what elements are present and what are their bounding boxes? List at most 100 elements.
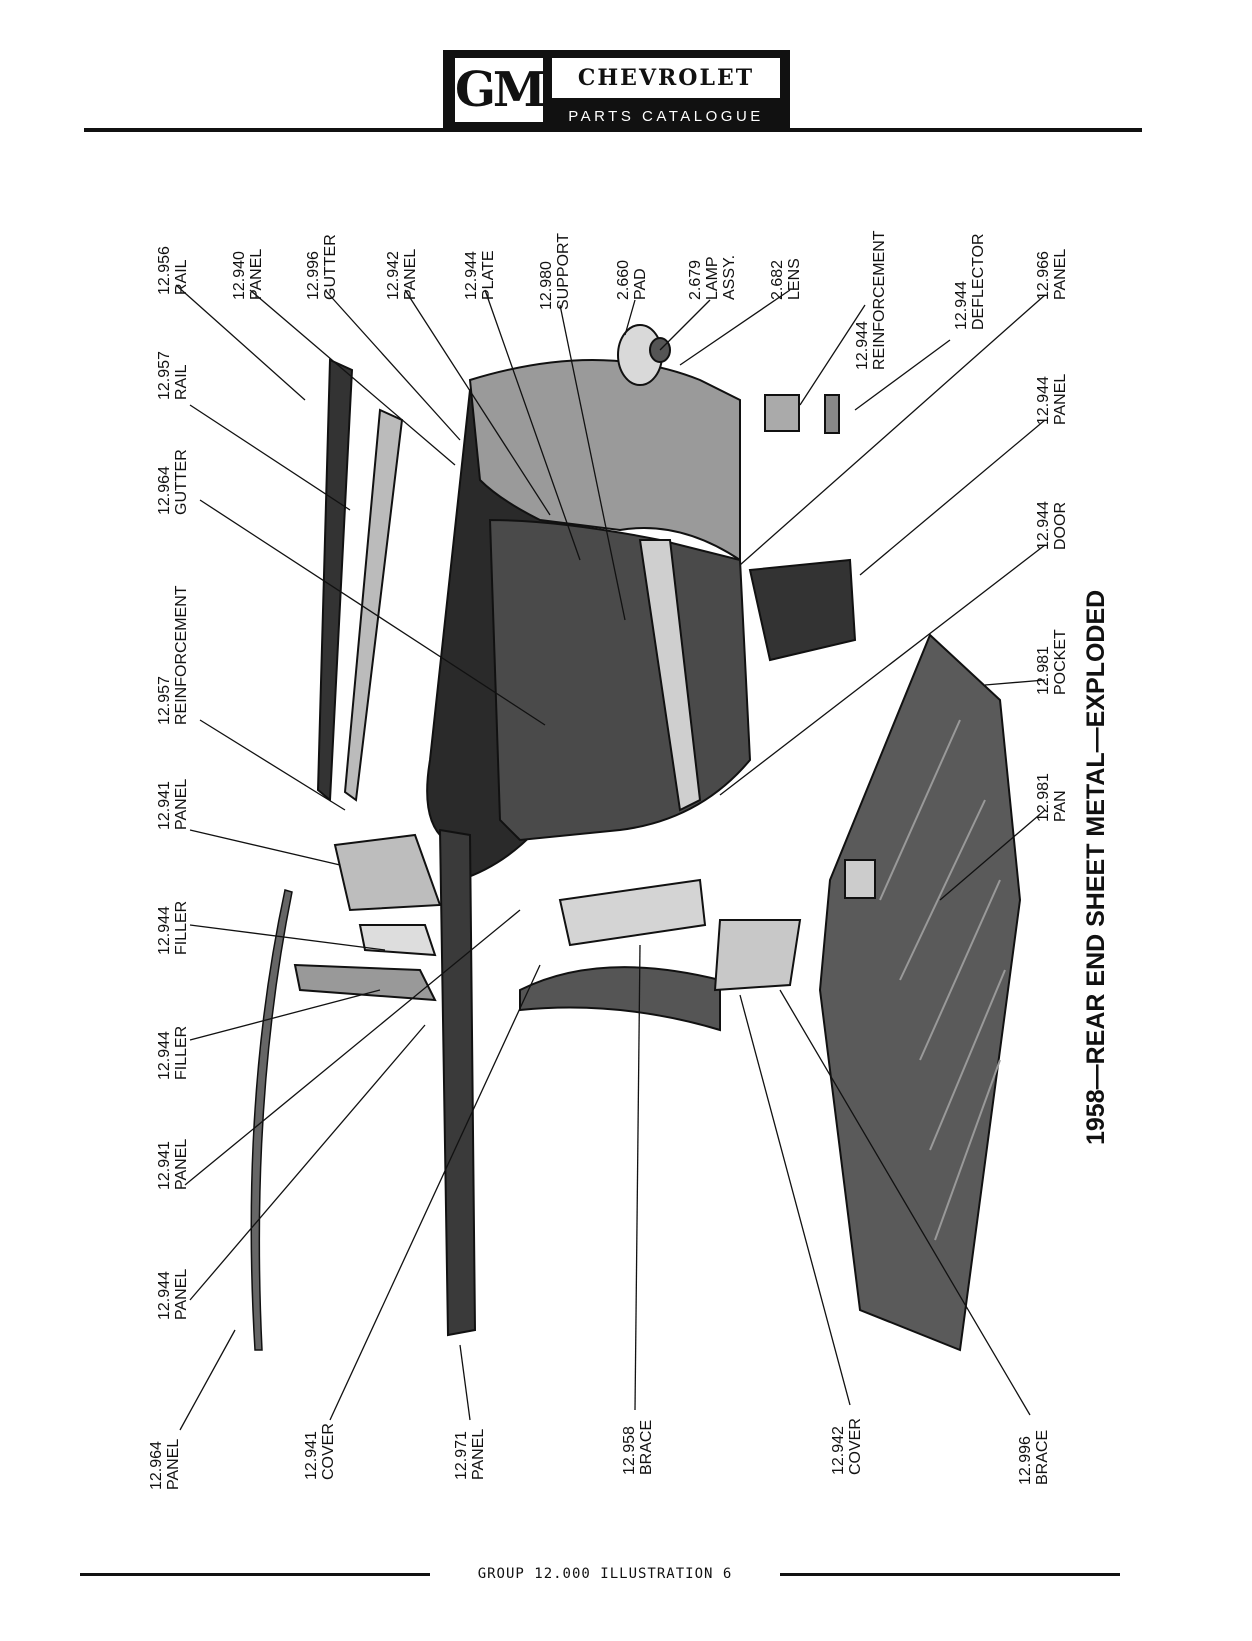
rail-12957-part: [343, 408, 404, 802]
illustration-title: 1958—REAR END SHEET METAL—EXPLODED: [1082, 590, 1110, 1145]
part-label-12944-filler-a: 12.944 FILLER: [156, 901, 190, 955]
part-label-12957-reinforcement: 12.957 REINFORCEMENT: [156, 585, 190, 725]
header-rule-right: [790, 128, 1142, 132]
long-panel-part: [438, 828, 477, 1337]
part-label-12996-brace: 12.996 BRACE: [1017, 1430, 1051, 1485]
svg-text:PANEL: PANEL: [402, 249, 419, 300]
svg-text:12.940: 12.940: [231, 251, 248, 300]
part-label-12981-pan: 12.981 PAN: [1035, 773, 1069, 822]
part-label-12942-panel: 12.942 PANEL: [385, 249, 419, 300]
svg-text:RAIL: RAIL: [173, 259, 190, 295]
svg-text:RAIL: RAIL: [173, 364, 190, 400]
part-label-12966-panel: 12.966 PANEL: [1035, 249, 1069, 300]
svg-text:DOOR: DOOR: [1052, 502, 1069, 550]
svg-text:COVER: COVER: [320, 1423, 337, 1480]
reinforcement-part: [764, 394, 800, 432]
svg-text:2.660: 2.660: [615, 260, 632, 300]
part-label-12964-panel: 12.964 PANEL: [148, 1439, 182, 1490]
svg-text:12.996: 12.996: [1017, 1436, 1034, 1485]
part-label-12964-gutter: 12.964 GUTTER: [156, 449, 190, 515]
svg-text:PLATE: PLATE: [480, 251, 497, 301]
parts-illustration: [250, 324, 1022, 1352]
part-label-12944-panel-right: 12.944 PANEL: [1035, 374, 1069, 425]
catalogue-subtitle: PARTS CATALOGUE: [568, 107, 764, 125]
svg-text:BRACE: BRACE: [638, 1420, 655, 1475]
filler-lower-part: [293, 963, 437, 1002]
floor-pan-ribs: [879, 719, 1006, 1241]
svg-text:2.679: 2.679: [687, 260, 704, 300]
part-label-12971-panel: 12.971 PANEL: [453, 1429, 487, 1480]
part-label-12941-cover: 12.941 COVER: [303, 1423, 337, 1480]
part-label-12996-gutter: 12.996 GUTTER: [305, 234, 339, 300]
brand-name: CHEVROLET: [552, 58, 780, 98]
svg-text:PANEL: PANEL: [1052, 374, 1069, 425]
leader-lines: [175, 284, 1046, 1431]
svg-text:PANEL: PANEL: [173, 1269, 190, 1320]
part-label-2679-lamp-assy: 2.679 LAMP ASSY.: [687, 255, 738, 300]
svg-text:12.944: 12.944: [1035, 376, 1052, 425]
upper-panel-part: [468, 359, 741, 562]
svg-text:COVER: COVER: [847, 1418, 864, 1475]
inner-body-part: [488, 518, 752, 842]
part-label-12944-filler-b: 12.944 FILLER: [156, 1026, 190, 1080]
filler-upper-part: [358, 924, 437, 957]
svg-text:GUTTER: GUTTER: [322, 234, 339, 300]
svg-text:LAMP: LAMP: [704, 256, 721, 300]
svg-text:POCKET: POCKET: [1052, 629, 1069, 695]
part-label-12944-reinforcement: 12.944 REINFORCEMENT: [854, 230, 888, 370]
footer-rule-right: [780, 1573, 1120, 1576]
footer-caption: GROUP 12.000 ILLUSTRATION 6: [477, 1566, 733, 1582]
svg-text:12.944: 12.944: [156, 906, 173, 955]
svg-text:PAD: PAD: [632, 268, 649, 300]
part-label-12944-door: 12.944 DOOR: [1035, 501, 1069, 550]
svg-text:12.958: 12.958: [621, 1426, 638, 1475]
part-label-12941-panel-b: 12.941 PANEL: [156, 1139, 190, 1190]
part-label-12944-plate: 12.944 PLATE: [463, 251, 497, 301]
header-rule-left: [84, 128, 444, 132]
part-label-12942-cover: 12.942 COVER: [830, 1418, 864, 1475]
svg-text:12.944: 12.944: [156, 1271, 173, 1320]
svg-text:12.941: 12.941: [156, 781, 173, 830]
svg-text:12.980: 12.980: [538, 261, 555, 310]
svg-text:DEFLECTOR: DEFLECTOR: [970, 233, 987, 330]
part-label-2660-pad: 2.660 PAD: [615, 260, 649, 300]
svg-text:12.971: 12.971: [453, 1431, 470, 1480]
svg-text:PANEL: PANEL: [1052, 249, 1069, 300]
part-label-12980-support: 12.980 SUPPORT: [538, 233, 572, 310]
svg-text:12.981: 12.981: [1035, 773, 1052, 822]
brace-12958-part: [558, 878, 707, 947]
svg-text:PANEL: PANEL: [248, 249, 265, 300]
svg-text:GUTTER: GUTTER: [173, 449, 190, 515]
svg-text:SUPPORT: SUPPORT: [555, 233, 572, 310]
part-label-12940-panel: 12.940 PANEL: [231, 249, 265, 300]
part-label-2682-lens: 2.682 LENS: [769, 258, 803, 300]
svg-text:12.966: 12.966: [1035, 251, 1052, 300]
svg-text:ASSY.: ASSY.: [721, 255, 738, 300]
part-label-12944-panel-left: 12.944 PANEL: [156, 1269, 190, 1320]
svg-text:12.941: 12.941: [156, 1141, 173, 1190]
svg-text:PANEL: PANEL: [470, 1429, 487, 1480]
part-label-12957-rail: 12.957 RAIL: [156, 351, 190, 400]
part-label-12981-pocket: 12.981 POCKET: [1035, 629, 1069, 695]
svg-text:PANEL: PANEL: [173, 779, 190, 830]
svg-text:PAN: PAN: [1052, 790, 1069, 822]
svg-text:12.981: 12.981: [1035, 646, 1052, 695]
wheel-cover-part: [519, 966, 721, 1032]
svg-text:12.957: 12.957: [156, 351, 173, 400]
svg-text:12.944: 12.944: [156, 1031, 173, 1080]
svg-text:1958—REAR END SHEET METAL—EXPL: 1958—REAR END SHEET METAL—EXPLODED: [1082, 590, 1110, 1145]
thin-strip-part: [250, 889, 293, 1351]
svg-text:FILLER: FILLER: [173, 1026, 190, 1080]
svg-text:12.942: 12.942: [830, 1426, 847, 1475]
panel-12941-part: [333, 833, 442, 912]
svg-text:12.964: 12.964: [156, 466, 173, 515]
part-label-12941-panel-a: 12.941 PANEL: [156, 779, 190, 830]
svg-text:BRACE: BRACE: [1034, 1430, 1051, 1485]
svg-text:12.941: 12.941: [303, 1431, 320, 1480]
svg-text:12.944: 12.944: [854, 321, 871, 370]
pocket-part: [844, 859, 876, 899]
svg-text:REINFORCEMENT: REINFORCEMENT: [871, 230, 888, 370]
svg-text:12.964: 12.964: [148, 1441, 165, 1490]
svg-text:12.957: 12.957: [156, 676, 173, 725]
